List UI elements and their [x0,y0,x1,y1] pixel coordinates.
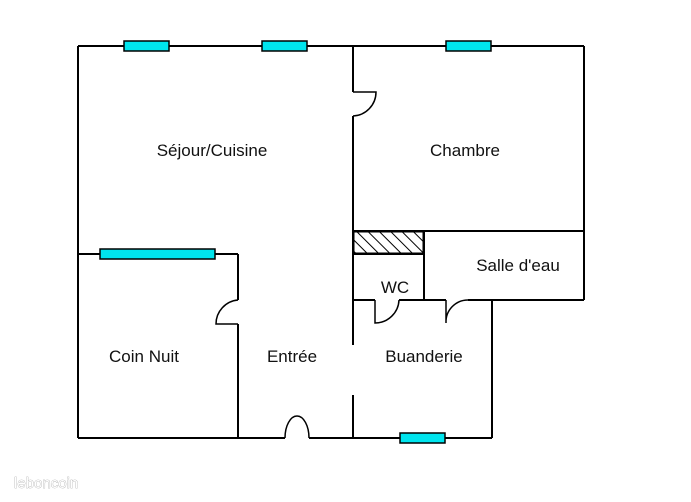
door-entrance [284,415,310,439]
window-chambre [445,40,492,52]
label-buanderie: Buanderie [385,347,463,366]
door-coin-nuit [215,299,239,325]
window-sejour-1 [123,40,170,52]
label-entree: Entrée [267,347,317,366]
outer-walls [77,45,585,439]
hatched-duct [353,231,424,254]
label-coin-nuit: Coin Nuit [109,347,179,366]
window-coin-nuit [99,248,216,260]
label-sejour: Séjour/Cuisine [157,141,268,160]
label-salle-eau: Salle d'eau [476,256,560,275]
watermark: leboncoin [14,475,78,492]
window-buanderie [399,432,446,444]
interior-walls [78,46,584,438]
door-wc [374,299,400,324]
label-wc: WC [381,278,409,297]
door-chambre [352,91,377,117]
room-labels: Séjour/Cuisine Chambre Salle d'eau WC Co… [109,141,560,366]
doors [215,91,469,439]
label-chambre: Chambre [430,141,500,160]
window-sejour-2 [261,40,308,52]
windows [99,40,492,444]
door-salle-eau [445,299,469,324]
